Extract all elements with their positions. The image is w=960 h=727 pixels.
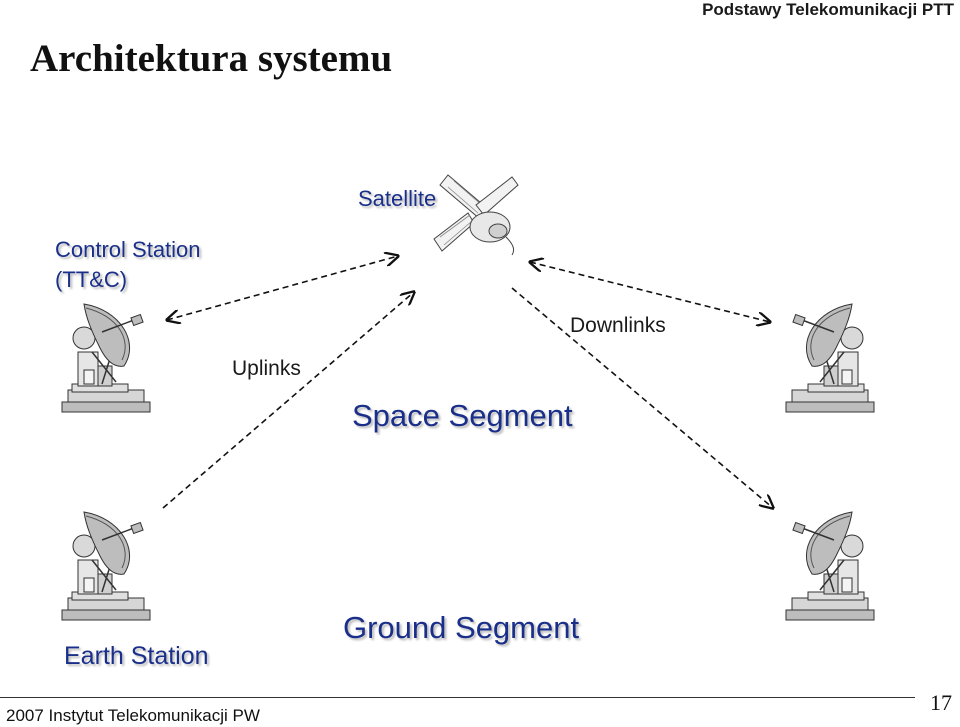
- control-station-label: Control Station: [55, 237, 201, 262]
- downlink-arrow: [511, 287, 773, 508]
- uplink-arrow: [162, 292, 414, 509]
- course-title: Podstawy Telekomunikacji PTT: [702, 0, 954, 19]
- control-station-sublabel: (TT&C): [55, 267, 128, 292]
- page-number: 17: [930, 690, 952, 715]
- right-station-link-arrow: [530, 262, 770, 322]
- control-station-antenna-icon: [61, 303, 151, 413]
- slide-title: Architektura systemu: [30, 37, 393, 80]
- uplinks-label: Uplinks: [232, 357, 301, 380]
- control-link-arrow: [167, 256, 398, 320]
- footer-divider: [0, 697, 915, 698]
- satellite-icon: [433, 174, 519, 256]
- ground-segment-label: Ground Segment: [343, 610, 580, 645]
- earth-station-label: Earth Station: [64, 642, 209, 670]
- satellite-label: Satellite: [358, 186, 437, 211]
- right-station-antenna-icon: [785, 303, 875, 413]
- downlinks-label: Downlinks: [570, 314, 666, 337]
- space-segment-label: Space Segment: [352, 398, 573, 433]
- earth-station-antenna-icon: [61, 511, 151, 621]
- right-earth-station-antenna-icon: [785, 511, 875, 621]
- footer-copyright: 2007 Instytut Telekomunikacji PW: [6, 706, 260, 725]
